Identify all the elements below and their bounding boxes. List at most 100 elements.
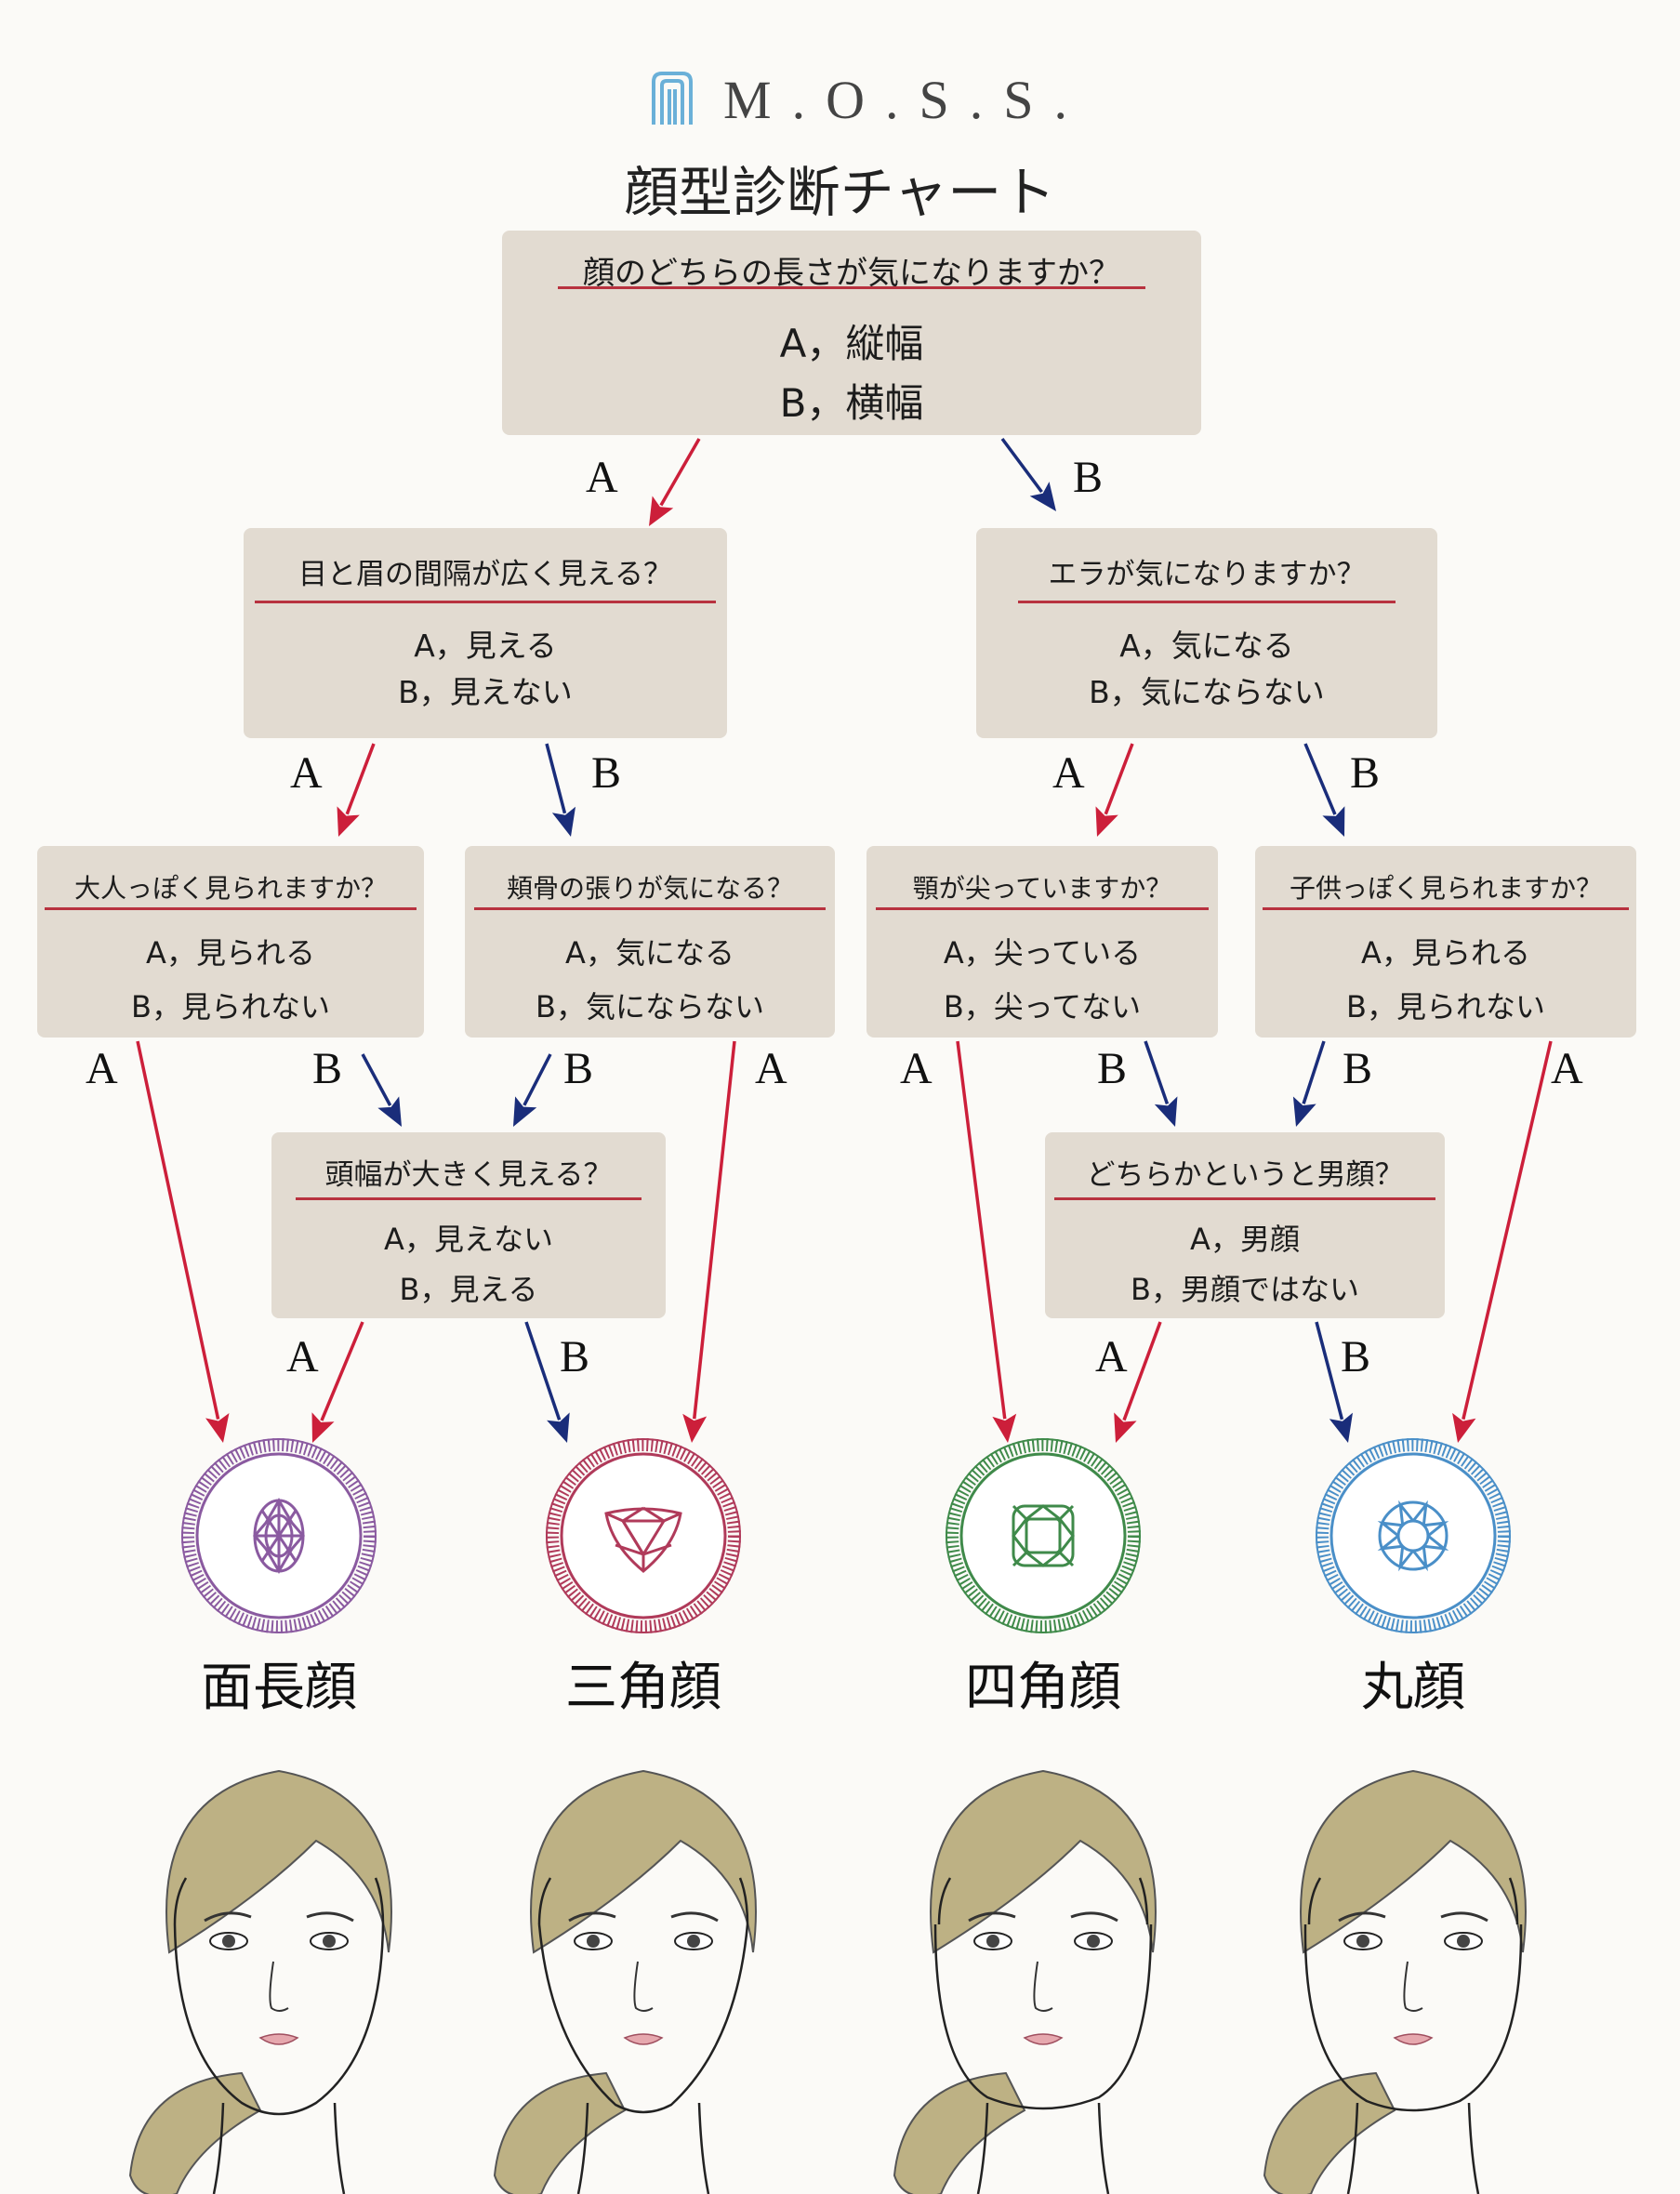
arrow-b-head xyxy=(552,807,575,837)
branch-label-b: B xyxy=(1343,1047,1372,1091)
branch-label-b: B xyxy=(1097,1047,1127,1091)
question-underline xyxy=(1054,1197,1435,1200)
oval-gem-icon xyxy=(181,1438,377,1633)
question-box-q9: どちらかというと男顔？ A，男顔 B，男顔ではない xyxy=(1045,1132,1445,1318)
branch-label-a: A xyxy=(1551,1047,1583,1091)
arrow-b-head xyxy=(1030,482,1056,511)
arrow-b-line xyxy=(1305,744,1335,814)
arrow-b-line xyxy=(1316,1322,1342,1420)
arrow-b-line xyxy=(1145,1041,1167,1104)
branch-label-a: A xyxy=(86,1047,118,1091)
arrow-a-head xyxy=(1096,806,1118,837)
option-a: A，見られる xyxy=(37,930,424,972)
option-b: B，尖ってない xyxy=(866,984,1218,1026)
question-text: 子供っぽく見られますか？ xyxy=(1255,868,1636,905)
moss-logo-icon xyxy=(651,71,694,126)
question-underline xyxy=(558,286,1145,289)
arrow-a-line xyxy=(1105,744,1132,814)
branch-label-b: B xyxy=(1350,751,1380,796)
arrow-b-line xyxy=(363,1054,390,1105)
branch-label-a: A xyxy=(900,1047,933,1091)
branch-label-a: A xyxy=(1052,751,1085,796)
question-underline xyxy=(255,601,716,603)
result-label: 三角顔 xyxy=(523,1646,764,1721)
option-a: A，尖っている xyxy=(866,930,1218,972)
option-a: A，気になる xyxy=(976,621,1437,666)
branch-label-a: A xyxy=(286,1335,319,1380)
arrow-a-line xyxy=(347,744,374,814)
arrow-b-line xyxy=(547,744,564,813)
arrow-a-line xyxy=(694,1041,734,1419)
branch-label-b: B xyxy=(560,1335,589,1380)
branch-label-b: B xyxy=(563,1047,593,1091)
face-illustration xyxy=(894,1771,1156,2194)
branch-label-a: A xyxy=(290,751,323,796)
arrow-a-line xyxy=(138,1041,218,1420)
question-underline xyxy=(45,907,417,910)
option-a: A，男顔 xyxy=(1045,1216,1445,1259)
question-underline xyxy=(474,907,826,910)
question-box-q8: 頭幅が大きく見える？ A，見えない B，見える xyxy=(271,1132,666,1318)
question-text: 大人っぽく見られますか？ xyxy=(37,868,424,905)
arrow-a-head xyxy=(337,806,360,837)
question-text: 頭幅が大きく見える？ xyxy=(271,1151,666,1193)
branch-label-b: B xyxy=(1073,456,1103,500)
arrow-b-head xyxy=(1155,1096,1178,1127)
question-underline xyxy=(876,907,1209,910)
option-a: A，気になる xyxy=(465,930,835,972)
question-box-q7: 子供っぽく見られますか？ A，見られる B，見られない xyxy=(1255,846,1636,1038)
question-text: エラが気になりますか？ xyxy=(976,550,1437,592)
option-b: B，見えない xyxy=(244,667,727,712)
question-underline xyxy=(1263,907,1629,910)
arrow-a-line xyxy=(958,1041,1005,1419)
face-illustration xyxy=(1264,1771,1526,2194)
option-a: A，見られる xyxy=(1255,930,1636,972)
arrow-a-line xyxy=(1463,1041,1551,1420)
cushion-gem-icon xyxy=(946,1438,1141,1633)
option-b: B，男顔ではない xyxy=(1045,1266,1445,1309)
branch-label-b: B xyxy=(312,1047,342,1091)
question-text: どちらかというと男顔？ xyxy=(1045,1151,1445,1193)
arrow-b-head xyxy=(377,1096,402,1127)
branch-label-a: A xyxy=(755,1047,787,1091)
arrow-b-head xyxy=(1293,1096,1316,1127)
arrow-a-line xyxy=(661,439,699,505)
face-illustration xyxy=(130,1771,391,2194)
arrow-b-line xyxy=(524,1054,550,1105)
round-gem-icon xyxy=(1316,1438,1511,1633)
option-b: B，見られない xyxy=(37,984,424,1026)
face-illustration xyxy=(495,1771,756,2194)
option-b: B，横幅 xyxy=(502,372,1201,429)
question-text: 顎が尖っていますか？ xyxy=(866,868,1218,905)
arrow-b-head xyxy=(513,1096,536,1127)
branch-label-a: A xyxy=(586,456,618,500)
question-text: 頬骨の張りが気になる？ xyxy=(465,868,835,905)
question-box-q5: 頬骨の張りが気になる？ A，気になる B，気にならない xyxy=(465,846,835,1038)
result-label: 四角顔 xyxy=(922,1646,1164,1721)
option-b: B，気にならない xyxy=(976,667,1437,712)
question-underline xyxy=(296,1197,642,1200)
arrow-b-head xyxy=(1322,806,1344,837)
option-b: B，気にならない xyxy=(465,984,835,1026)
question-text: 目と眉の間隔が広く見える？ xyxy=(244,550,727,592)
option-a: A，縦幅 xyxy=(502,312,1201,369)
arrow-b-line xyxy=(526,1322,560,1420)
trillion-gem-icon xyxy=(546,1438,741,1633)
branch-label-a: A xyxy=(1095,1335,1128,1380)
arrow-b-line xyxy=(1303,1041,1324,1104)
brand-name: M.O.S.S. xyxy=(723,63,1088,138)
question-underline xyxy=(1018,601,1396,603)
option-b: B，見られない xyxy=(1255,984,1636,1026)
arrow-a-head xyxy=(649,496,673,526)
option-a: A，見えない xyxy=(271,1216,666,1259)
option-a: A，見える xyxy=(244,621,727,666)
chart-title: 顔型診断チャート xyxy=(0,149,1680,227)
result-label: 面長顔 xyxy=(158,1646,400,1721)
option-b: B，見える xyxy=(271,1266,666,1309)
branch-label-b: B xyxy=(1341,1335,1370,1380)
question-box-q4: 大人っぽく見られますか？ A，見られる B，見られない xyxy=(37,846,424,1038)
brand-header: M.O.S.S. xyxy=(651,63,1078,138)
